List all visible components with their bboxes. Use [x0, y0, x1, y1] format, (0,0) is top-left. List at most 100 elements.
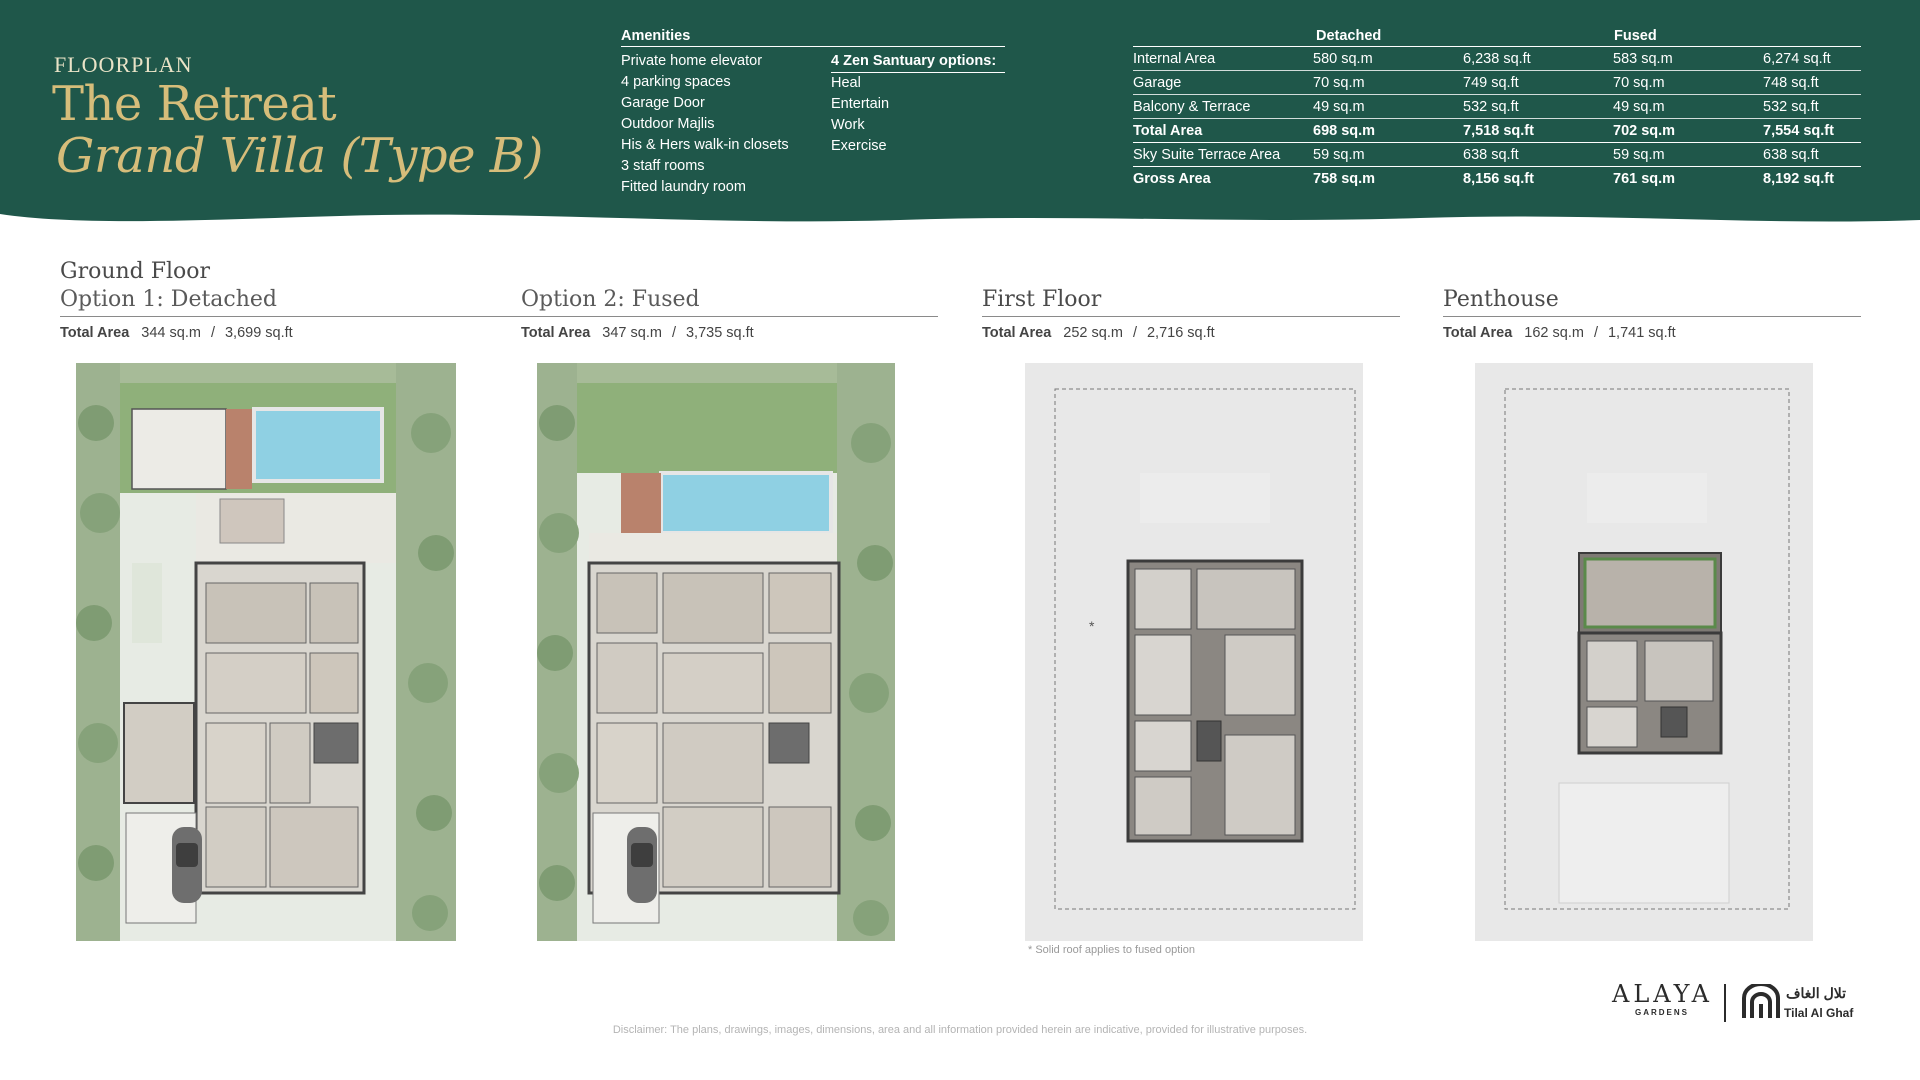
detached-sqm: 70 sq.m [1313, 74, 1365, 91]
solid-roof-footnote: * Solid roof applies to fused option [1028, 944, 1195, 956]
total-area-label: Total Area [982, 325, 1052, 341]
separator: / [671, 325, 676, 341]
disclaimer: Disclaimer: The plans, drawings, images,… [612, 1024, 1308, 1036]
fused-sqft: 748 sq.ft [1763, 74, 1819, 91]
area-table-header: Detached Fused [1133, 28, 1861, 47]
area-sqft: 2,716 sq.ft [1146, 325, 1215, 341]
amenity-item: 4 parking spaces [621, 74, 731, 90]
zen-option: Work [831, 117, 865, 133]
area-sqm: 347 sq.m [602, 325, 662, 341]
page-title: The Retreat [52, 76, 337, 132]
amenity-item: Private home elevator [621, 53, 763, 69]
floorplan-first-floor: * [1025, 363, 1363, 941]
amenity-item: 3 staff rooms [621, 158, 705, 174]
first-floor-title: First Floor [982, 287, 1102, 312]
row-label: Internal Area [1133, 50, 1216, 67]
table-row-total: Total Area 698 sq.m 7,518 sq.ft 702 sq.m… [1133, 119, 1861, 143]
fused-sqft: 8,192 sq.ft [1763, 171, 1834, 187]
option1-section: Option 1: Detached Total Area 344 sq.m / 3,… [60, 286, 938, 341]
header-band: FLOORPLAN The Retreat Grand Villa (Type … [0, 0, 1920, 232]
amenity-item: Garage Door [621, 95, 705, 111]
alaya-gardens-logo: ALAYA GARDENS [1612, 980, 1712, 1017]
fused-sqm: 583 sq.m [1613, 50, 1673, 67]
amenity-item: Fitted laundry room [621, 179, 746, 195]
table-row: Internal Area 580 sq.m 6,238 sq.ft 583 s… [1133, 47, 1861, 71]
total-area-label: Total Area [60, 325, 130, 341]
page-subtitle: Grand Villa (Type B) [56, 128, 543, 184]
detached-sqft: 8,156 sq.ft [1463, 171, 1534, 187]
detached-sqft: 7,518 sq.ft [1463, 122, 1534, 139]
row-label: Balcony & Terrace [1133, 98, 1251, 115]
option1-total-area: Total Area 344 sq.m / 3,699 sq.ft [60, 325, 478, 341]
detached-sqft: 638 sq.ft [1463, 146, 1519, 163]
option2-total-area: Total Area 347 sq.m / 3,735 sq.ft [521, 325, 939, 341]
floorplan-ground-detached [76, 363, 456, 941]
amenities-heading: Amenities [621, 28, 1005, 47]
fused-sqft: 532 sq.ft [1763, 98, 1819, 115]
area-sqm: 252 sq.m [1063, 325, 1123, 341]
tilal-emblem-icon [1742, 984, 1780, 1018]
detached-sqft: 532 sq.ft [1463, 98, 1519, 115]
amenity-item: His & Hers walk-in closets [621, 137, 789, 153]
fused-sqft: 6,274 sq.ft [1763, 50, 1831, 67]
fused-sqm: 59 sq.m [1613, 146, 1665, 163]
group-fused: Fused [1614, 28, 1657, 44]
separator: / [1132, 325, 1137, 341]
row-label: Total Area [1133, 122, 1203, 139]
table-row: Balcony & Terrace 49 sq.m 532 sq.ft 49 s… [1133, 95, 1861, 119]
area-sqft: 3,699 sq.ft [224, 325, 293, 341]
floorplan-ground-fused [537, 363, 895, 941]
total-area-label: Total Area [1443, 325, 1513, 341]
area-sqft: 3,735 sq.ft [685, 325, 754, 341]
row-label: Gross Area [1133, 171, 1211, 187]
divider [982, 316, 1400, 317]
detached-sqm: 580 sq.m [1313, 50, 1373, 67]
area-table: Detached Fused Internal Area 580 sq.m 6,… [1133, 28, 1861, 191]
row-label: Garage [1133, 74, 1182, 91]
table-row-gross: Gross Area 758 sq.m 8,156 sq.ft 761 sq.m… [1133, 167, 1861, 191]
detached-sqm: 698 sq.m [1313, 122, 1376, 139]
ground-floor-section: Ground Floor [60, 258, 938, 286]
area-sqm: 344 sq.m [141, 325, 201, 341]
detached-sqm: 49 sq.m [1313, 98, 1365, 115]
logo-divider [1724, 984, 1726, 1022]
row-label: Sky Suite Terrace Area [1133, 146, 1281, 163]
zen-option: Entertain [831, 96, 890, 112]
option1-title: Option 1: Detached [60, 287, 278, 312]
detached-sqm: 758 sq.m [1313, 171, 1376, 187]
fused-sqm: 761 sq.m [1613, 171, 1676, 187]
fused-sqm: 49 sq.m [1613, 98, 1665, 115]
penthouse-total-area: Total Area 162 sq.m / 1,741 sq.ft [1443, 325, 1861, 341]
option2-title: Option 2: Fused [521, 287, 700, 312]
area-sqft: 1,741 sq.ft [1607, 325, 1676, 341]
zen-option: Exercise [831, 138, 887, 154]
alaya-gardens-text: GARDENS [1634, 1008, 1689, 1017]
first-floor-total-area: Total Area 252 sq.m / 2,716 sq.ft [982, 325, 1400, 341]
fused-sqm: 70 sq.m [1613, 74, 1665, 91]
amenities-block: Amenities Private home elevator 4 parkin… [621, 28, 1005, 198]
fused-sqft: 7,554 sq.ft [1763, 122, 1834, 139]
zen-option: Heal [831, 75, 861, 91]
divider [1443, 316, 1861, 317]
tilal-english-text: Tilal Al Ghaf [1784, 1006, 1854, 1020]
separator: / [210, 325, 215, 341]
zen-options-title: 4 Zen Santuary options: [831, 51, 1005, 73]
first-floor-section: First Floor Total Area 252 sq.m / 2,716 sq.… [982, 286, 1400, 341]
area-sqm: 162 sq.m [1524, 325, 1584, 341]
fused-sqm: 702 sq.m [1613, 122, 1676, 139]
total-area-label: Total Area [521, 325, 591, 341]
detached-sqft: 6,238 sq.ft [1463, 50, 1531, 67]
ground-floor-heading: Ground Floor [60, 259, 211, 284]
svg-text:*: * [1089, 618, 1095, 634]
option2-section: Option 2: Fused Total Area 347 sq.m / 3,735… [521, 286, 939, 341]
amenities-list: Private home elevator 4 parking spaces G… [621, 51, 831, 198]
amenity-item: Outdoor Majlis [621, 116, 715, 132]
penthouse-title: Penthouse [1443, 287, 1559, 312]
detached-sqft: 749 sq.ft [1463, 74, 1519, 91]
tilal-arabic-text: تلال الغاف [1786, 985, 1846, 1001]
table-row: Garage 70 sq.m 749 sq.ft 70 sq.m 748 sq.… [1133, 71, 1861, 95]
separator: / [1593, 325, 1598, 341]
floorplan-label: FLOORPLAN [54, 52, 193, 77]
alaya-wordmark: ALAYA [1612, 980, 1713, 1008]
divider [60, 316, 938, 317]
